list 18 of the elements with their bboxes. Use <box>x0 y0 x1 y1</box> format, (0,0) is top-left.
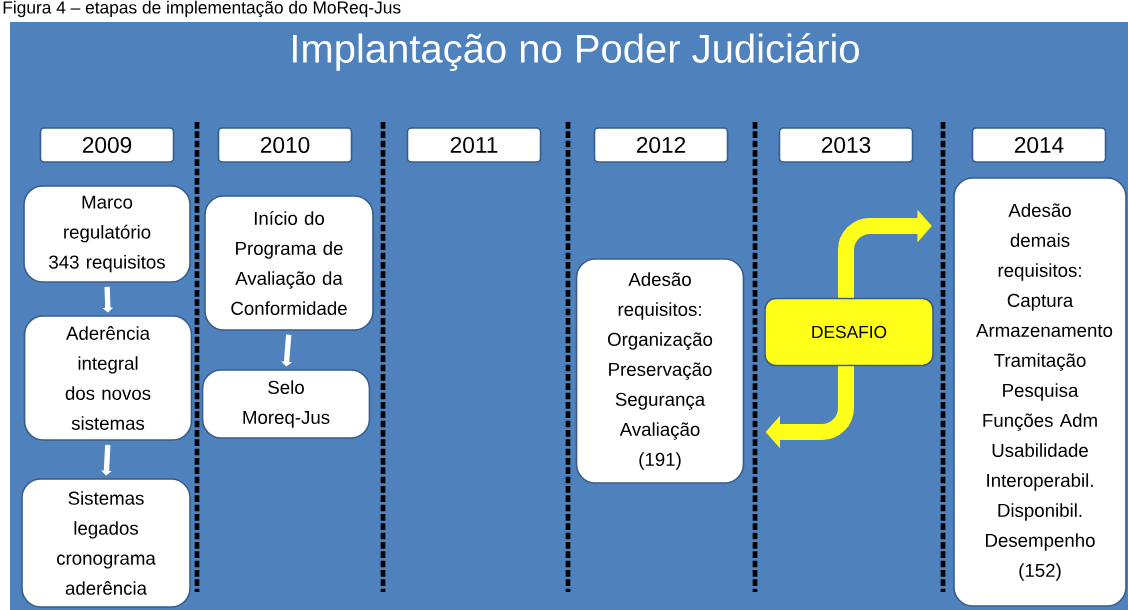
arrow <box>101 444 112 476</box>
text-box: Início do Programa de Avaliação da Conformidade <box>204 195 374 331</box>
challenge-box: DESAFIO <box>764 297 934 367</box>
year-label-box: 2009 <box>39 127 175 163</box>
year-label-box: 2011 <box>406 127 542 163</box>
text-box: Marco regulatório 343 requisitos <box>23 185 191 283</box>
year-label-box: 2013 <box>778 127 914 163</box>
caption: Figura 4 – etapas de implementação do MoReq-Jus <box>3 0 401 18</box>
text-box: Selo Moreq-Jus <box>201 369 371 439</box>
year-label-box: 2010 <box>217 127 353 163</box>
year-label-box: 2012 <box>593 127 729 163</box>
title: Implantação no Poder Judiciário <box>293 33 859 71</box>
arrow <box>838 209 932 298</box>
text-box: Aderência integral dos novos sistemas <box>23 315 193 441</box>
text-box: Adesão demais requisitos: Captura Armazenamento Tramitação Pesquisa Funções Adm Usabilidade Interoperabil. Disponibil. Desempenho (152) <box>953 177 1127 607</box>
text-box: Adesão requisitos: Organização Preservação Segurança Avaliação (191) <box>575 258 745 484</box>
text-box: Sistemas legados cronograma aderência <box>21 478 191 608</box>
year-label-box: 2014 <box>971 127 1107 163</box>
